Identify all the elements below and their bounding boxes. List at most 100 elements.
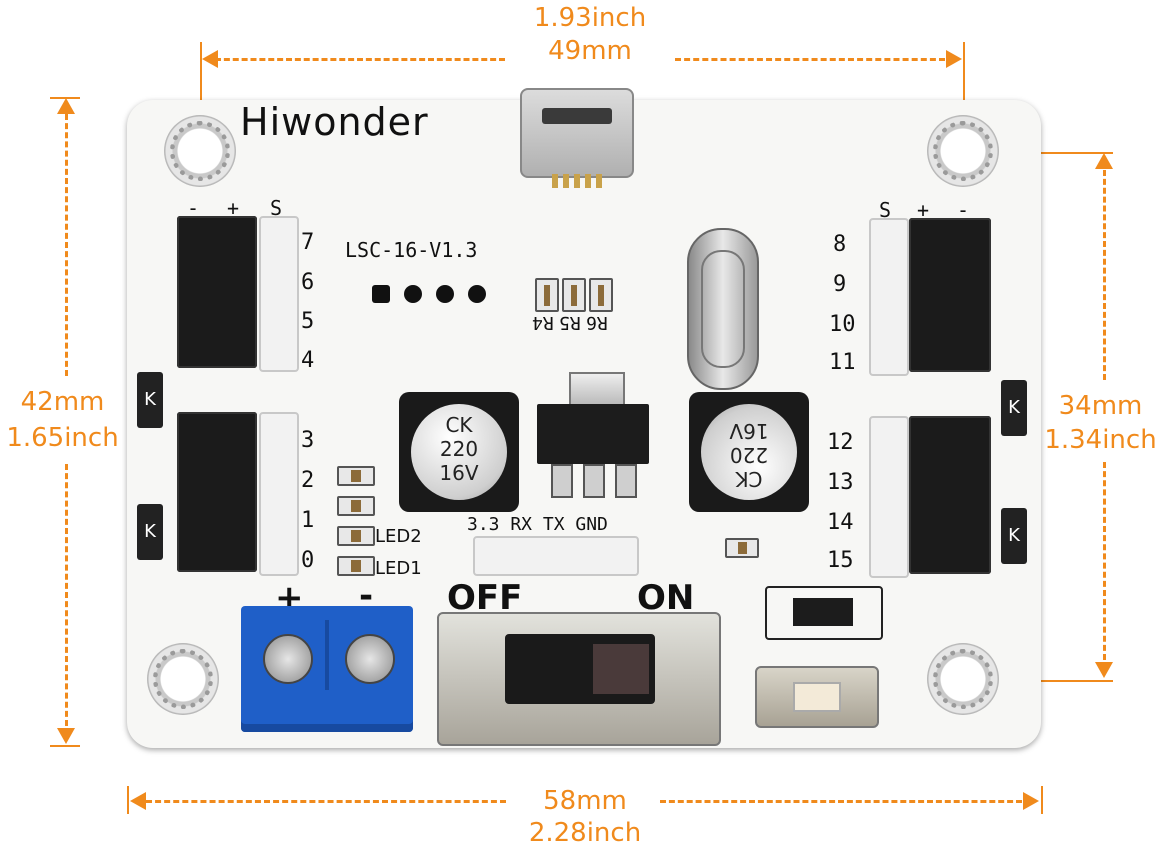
crystal-oscillator: [687, 228, 759, 390]
mounting-hole-bottom-left: [147, 643, 219, 715]
voltage-regulator: [537, 372, 649, 502]
servo-header-signal-7-4: [259, 216, 299, 372]
top-arrow-right: [946, 50, 962, 68]
model-label: LSC-16-V1.3: [345, 238, 478, 262]
via-row: [372, 285, 492, 305]
led1: [337, 556, 375, 576]
bottom-arrow-left: [130, 792, 146, 810]
right-dimension-mm: 34mm: [1058, 391, 1143, 421]
left-polarity-signal: S: [270, 196, 283, 220]
right-polarity-plus: +: [917, 198, 930, 222]
channel-13-label: 13: [827, 470, 854, 495]
capacitor-right: CK 220 16V: [689, 392, 809, 512]
power-screw-terminal[interactable]: [241, 606, 413, 732]
left-polarity-minus: -: [187, 196, 200, 220]
smd-component-1: [337, 466, 375, 486]
channel-12-label: 12: [827, 430, 854, 455]
channel-11-label: 11: [829, 350, 856, 375]
led2-label: LED2: [375, 526, 422, 547]
right-dimension-inch: 1.34inch: [1044, 425, 1157, 455]
bottom-dimension-inch: 2.28inch: [528, 818, 642, 848]
bottom-dimension-mm: 58mm: [543, 786, 627, 816]
capacitor-left-text-3: 16V: [439, 461, 479, 485]
mounting-hole-top-left: [164, 115, 236, 187]
channel-4-label: 4: [301, 348, 315, 373]
channel-0-label: 0: [301, 548, 315, 573]
channel-10-label: 10: [829, 312, 856, 337]
uart-pin-label: 3.3 RX TX GND: [467, 514, 608, 535]
capacitor-right-text-1: CK: [735, 467, 763, 491]
left-dimension-line-bottom: [65, 464, 68, 726]
left-dimension-inch: 1.65inch: [6, 423, 119, 453]
led2: [337, 526, 375, 546]
top-dimension-line: [215, 58, 505, 61]
led1-label: LED1: [375, 558, 422, 579]
capacitor-right-text-3: 16V: [729, 419, 769, 443]
capacitor-right-can: CK 220 16V: [701, 404, 797, 500]
left-extension-bottom: [50, 745, 80, 747]
top-extension-right: [963, 42, 965, 152]
left-dimension-line-top: [65, 114, 68, 376]
right-arrow-down: [1095, 662, 1113, 678]
diode-left-upper: K: [137, 372, 163, 428]
brand-logo: Hiwonder: [240, 100, 429, 144]
switch-slider[interactable]: [505, 634, 655, 704]
micro-usb-port[interactable]: [520, 88, 634, 188]
resistor-label-r6: R6: [586, 312, 608, 333]
resistor-r5: [562, 278, 586, 312]
channel-9-label: 9: [833, 272, 847, 297]
top-arrow-left: [202, 50, 218, 68]
top-dimension-line-right: [675, 58, 945, 61]
resistor-r4: [535, 278, 559, 312]
mounting-hole-bottom-right: [927, 643, 999, 715]
smd-component-2: [337, 496, 375, 516]
channel-1-label: 1: [301, 508, 315, 533]
capacitor-right-text-2: 220: [729, 443, 769, 467]
channel-5-label: 5: [301, 309, 315, 334]
right-arrow-up: [1095, 153, 1113, 169]
diode-left-lower: K: [137, 504, 163, 560]
channel-3-label: 3: [301, 428, 315, 453]
capacitor-left-text-1: CK: [445, 413, 473, 437]
channel-2-label: 2: [301, 468, 315, 493]
left-dimension-mm: 42mm: [20, 387, 105, 417]
uart-header: [473, 536, 639, 576]
bottom-extension-right: [1041, 786, 1043, 814]
bottom-arrow-right: [1023, 792, 1039, 810]
switch-off-label: OFF: [447, 578, 523, 618]
screw-icon[interactable]: [263, 634, 313, 684]
servo-header-signal-12-15: [869, 416, 909, 578]
servo-header-signal-3-0: [259, 412, 299, 576]
channel-8-label: 8: [833, 232, 847, 257]
left-polarity-plus: +: [227, 196, 240, 220]
right-dimension-line-bottom: [1103, 462, 1106, 660]
bottom-dimension-line-left: [146, 800, 506, 803]
diode-right-upper: K: [1001, 380, 1027, 436]
top-dimension-inch: 1.93inch: [533, 3, 647, 33]
transistor: [765, 586, 883, 640]
smd-component-right: [725, 538, 759, 558]
servo-header-black-3-0: [177, 412, 257, 572]
mounting-hole-top-right: [927, 115, 999, 187]
resistor-r6: [589, 278, 613, 312]
right-polarity-signal: S: [879, 198, 892, 222]
reset-button[interactable]: [755, 666, 879, 728]
servo-header-black-12-15: [909, 416, 991, 574]
left-arrow-down: [57, 728, 75, 744]
circuit-board: Hiwonder LSC-16-V1.3 R4 R5 R6 - + S 7 6 …: [127, 88, 1041, 748]
right-polarity-minus: -: [957, 198, 970, 222]
servo-header-signal-8-11: [869, 218, 909, 376]
top-extension-left: [200, 42, 202, 152]
power-slide-switch[interactable]: [437, 612, 721, 746]
resistor-label-r5: R5: [559, 312, 581, 333]
bottom-extension-left: [127, 786, 129, 814]
servo-header-black-8-11: [909, 218, 991, 372]
top-dimension-mm: 49mm: [548, 36, 632, 66]
capacitor-left-text-2: 220: [439, 437, 479, 461]
channel-14-label: 14: [827, 510, 854, 535]
diode-right-lower: K: [1001, 508, 1027, 564]
channel-7-label: 7: [301, 230, 315, 255]
resistor-label-r4: R4: [532, 312, 554, 333]
screw-icon[interactable]: [345, 634, 395, 684]
servo-header-black-7-4: [177, 216, 257, 368]
